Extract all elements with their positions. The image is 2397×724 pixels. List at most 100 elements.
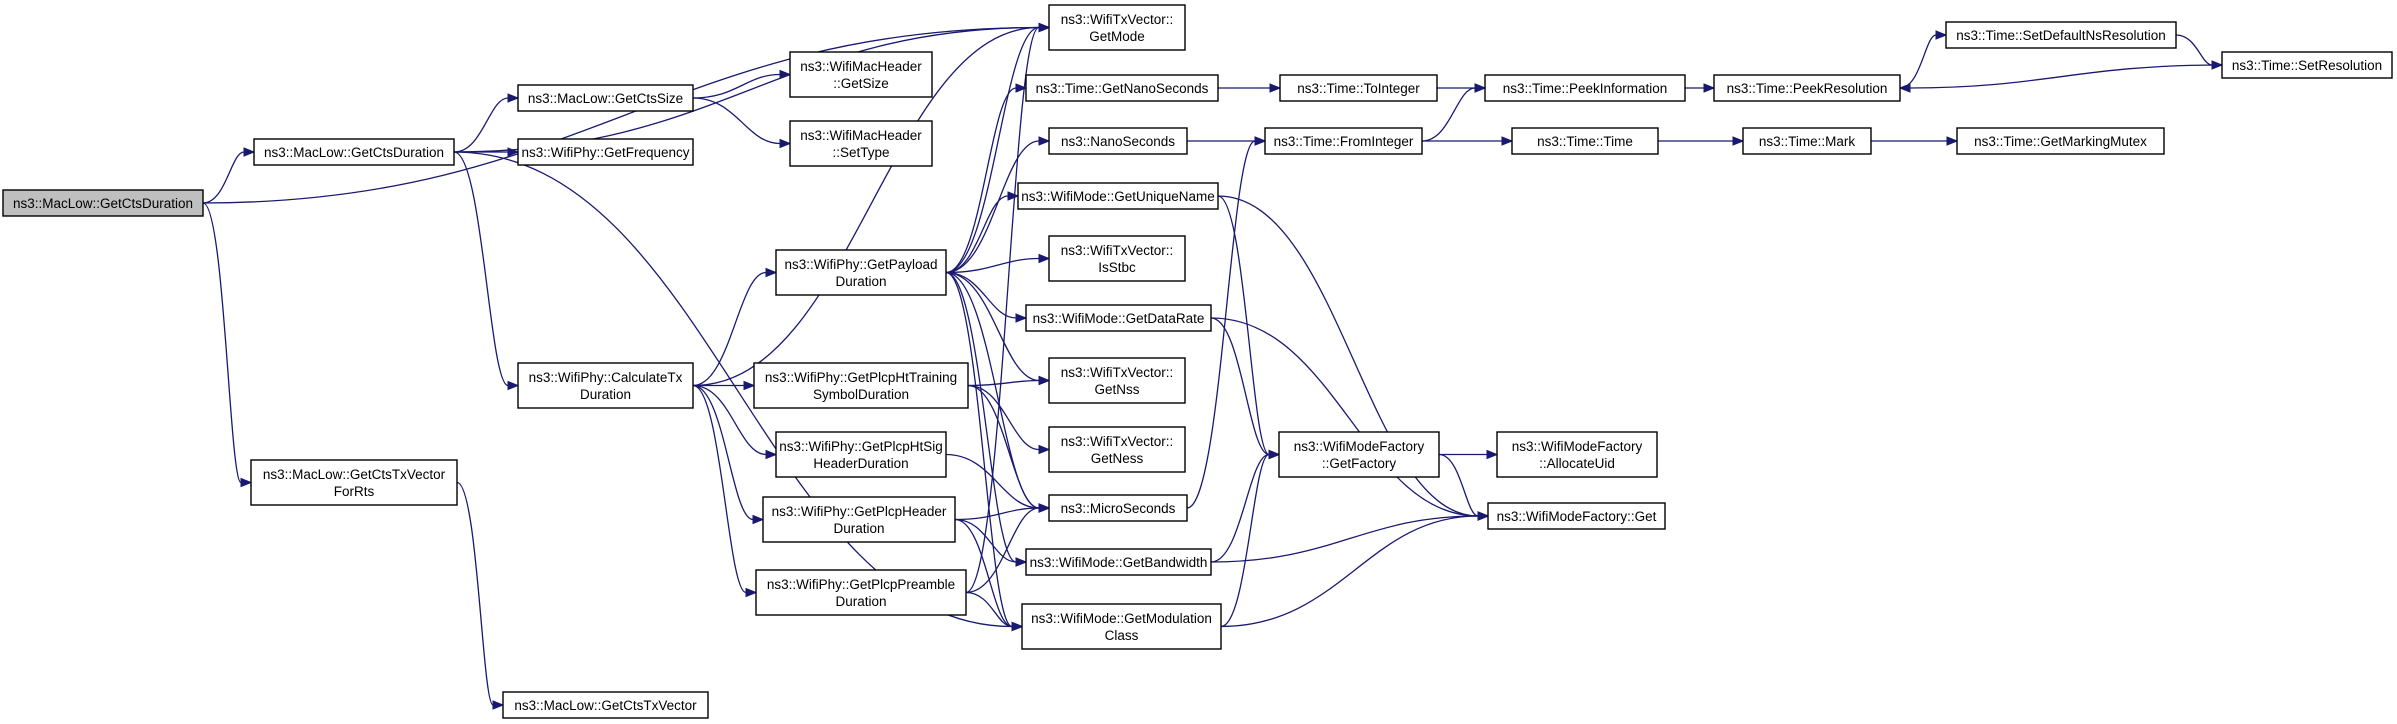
node-label: ns3::WifiTxVector::: [1061, 434, 1174, 449]
call-edge: [692, 384, 765, 525]
node-box: [755, 569, 967, 616]
call-edge: [692, 97, 792, 149]
node-label: ns3::Time::GetMarkingMutex: [1974, 134, 2147, 149]
function-node-hdrSetType[interactable]: ns3::WifiMacHeader::SetType: [789, 120, 933, 167]
edge-arrowhead: [240, 477, 253, 488]
function-node-setRes[interactable]: ns3::Time::SetResolution: [2221, 51, 2393, 79]
edge-line: [1899, 34, 1937, 89]
node-label: ns3::WifiPhy::GetPlcpHeader: [772, 504, 947, 519]
call-edge: [692, 267, 778, 387]
function-node-getMarkingMutex[interactable]: ns3::Time::GetMarkingMutex: [1956, 127, 2165, 155]
function-node-hdrGetSize[interactable]: ns3::WifiMacHeader::GetSize: [789, 51, 933, 98]
node-label: GetMode: [1089, 29, 1145, 44]
function-node-timeTime[interactable]: ns3::Time::Time: [1511, 127, 1659, 155]
edge-line: [456, 481, 494, 706]
node-label: ns3::WifiMode::GetUniqueName: [1021, 189, 1215, 204]
edge-line: [2175, 34, 2213, 66]
node-box: [250, 459, 458, 506]
node-label: ::GetSize: [833, 76, 889, 91]
node-box: [1511, 127, 1659, 155]
call-edge: [1220, 511, 1490, 628]
node-label: ns3::WifiTxVector::: [1061, 12, 1174, 27]
edge-line: [954, 518, 1013, 628]
node-label: ns3::WifiPhy::GetPlcpPreamble: [767, 577, 955, 592]
function-node-modeFactoryGet[interactable]: ns3::WifiModeFactory::Get: [1487, 502, 1666, 530]
function-node-getBandwidth[interactable]: ns3::WifiMode::GetBandwidth: [1025, 548, 1212, 576]
function-node-fromInteger[interactable]: ns3::Time::FromInteger: [1264, 127, 1423, 155]
call-edge: [1186, 136, 1267, 509]
edge-arrowhead: [1038, 22, 1051, 33]
edge-line: [1438, 453, 1479, 517]
edge-arrowhead: [1268, 449, 1281, 460]
function-node-getCtsSize[interactable]: ns3::MacLow::GetCtsSize: [517, 84, 694, 112]
function-node-toInteger[interactable]: ns3::Time::ToInteger: [1279, 74, 1438, 102]
edge-line: [967, 384, 1040, 451]
edge-arrowhead: [1269, 83, 1282, 93]
call-edges: [202, 22, 2224, 710]
function-node-setDefaultNsRes[interactable]: ns3::Time::SetDefaultNsResolution: [1945, 21, 2177, 49]
edge-line: [954, 507, 1040, 521]
function-node-peekInfo[interactable]: ns3::Time::PeekInformation: [1484, 74, 1686, 102]
function-node-getCtsTxVector[interactable]: ns3::MacLow::GetCtsTxVector: [502, 691, 709, 719]
function-node-microSeconds[interactable]: ns3::MicroSeconds: [1048, 494, 1188, 522]
function-node-isStbc[interactable]: ns3::WifiTxVector::IsStbc: [1048, 235, 1186, 282]
node-box: [1945, 21, 2177, 49]
function-node-allocateUid[interactable]: ns3::WifiModeFactory::AllocateUid: [1496, 431, 1658, 478]
call-edge: [1684, 83, 1716, 93]
node-box: [1956, 127, 2165, 155]
edge-line: [965, 26, 1040, 594]
edge-line: [692, 384, 767, 456]
call-edge: [1220, 449, 1281, 628]
call-edge: [945, 22, 1051, 274]
node-box: [1264, 127, 1423, 155]
node-label: IsStbc: [1098, 260, 1136, 275]
edge-arrowhead: [1477, 511, 1490, 521]
function-node-getFrequency[interactable]: ns3::WifiPhy::GetFrequency: [517, 138, 694, 166]
call-edge: [1421, 83, 1487, 142]
function-node-getCtsDur2[interactable]: ns3::MacLow::GetCtsDuration: [253, 138, 455, 166]
function-node-getUniqueName[interactable]: ns3::WifiMode::GetUniqueName: [1017, 182, 1219, 210]
function-node-peekRes[interactable]: ns3::Time::PeekResolution: [1713, 74, 1901, 102]
call-edge: [1218, 83, 1282, 93]
edge-arrowhead: [1011, 621, 1024, 632]
function-node-mark[interactable]: ns3::Time::Mark: [1742, 127, 1872, 155]
edge-arrowhead: [1501, 136, 1514, 146]
function-node-modeFactoryGetFactory[interactable]: ns3::WifiModeFactory::GetFactory: [1278, 431, 1440, 478]
function-node-root[interactable]: ns3::MacLow::GetCtsDuration: [2, 189, 204, 217]
node-box: [789, 51, 933, 98]
node-label: ns3::WifiMode::GetDataRate: [1033, 311, 1205, 326]
node-label: ns3::Time::GetNanoSeconds: [1036, 81, 1209, 96]
call-edge: [1657, 136, 1745, 146]
function-node-htTraining[interactable]: ns3::WifiPhy::GetPlcpHtTrainingSymbolDur…: [753, 362, 969, 409]
edge-line: [1217, 195, 1479, 517]
function-node-getNess[interactable]: ns3::WifiTxVector::GetNess: [1048, 426, 1186, 473]
edge-line: [965, 591, 1013, 628]
edge-line: [692, 384, 747, 594]
function-node-nanoSeconds[interactable]: ns3::NanoSeconds: [1048, 127, 1188, 155]
edge-line: [692, 97, 781, 145]
call-edge: [692, 384, 758, 598]
node-label: ns3::WifiPhy::GetPayload: [784, 257, 937, 272]
call-edge: [965, 591, 1024, 632]
node-box: [1048, 127, 1188, 155]
function-node-txGetMode[interactable]: ns3::WifiTxVector::GetMode: [1048, 4, 1186, 51]
edge-arrowhead: [243, 147, 256, 157]
call-edge: [945, 271, 1028, 567]
call-edge: [945, 191, 1020, 274]
function-node-getDataRate[interactable]: ns3::WifiMode::GetDataRate: [1025, 304, 1212, 332]
edge-arrowhead: [1254, 136, 1267, 146]
function-node-getNanoSeconds[interactable]: ns3::Time::GetNanoSeconds: [1025, 74, 1219, 102]
node-label: ::SetType: [832, 145, 889, 160]
edge-arrowhead: [1898, 83, 1911, 93]
edge-arrowhead: [779, 69, 792, 80]
edge-arrowhead: [1474, 83, 1487, 93]
edge-line: [202, 151, 245, 204]
function-node-getNss[interactable]: ns3::WifiTxVector::GetNss: [1048, 357, 1186, 404]
